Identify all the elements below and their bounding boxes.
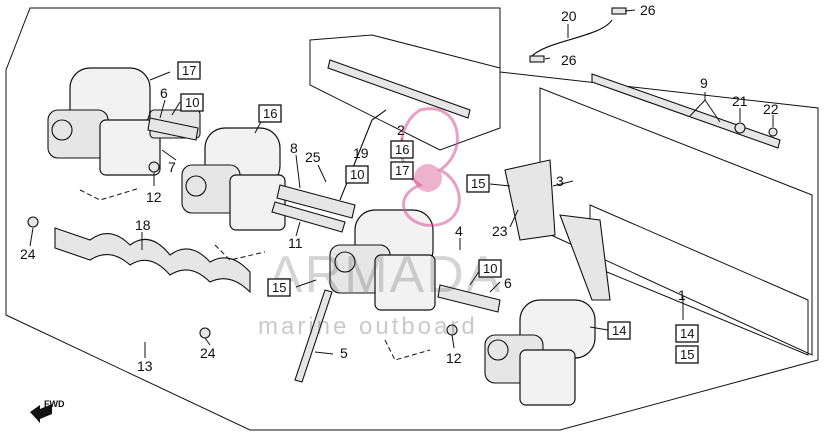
fwd-arrow-icon bbox=[30, 404, 52, 423]
link-plate-6a bbox=[147, 117, 199, 141]
lower-bracket-13 bbox=[54, 227, 251, 294]
clip-26a bbox=[611, 7, 627, 15]
callout-20: 20 bbox=[561, 8, 577, 24]
carburetor-3 bbox=[329, 209, 436, 311]
clip-26b bbox=[529, 55, 545, 63]
callout-5: 5 bbox=[340, 345, 348, 361]
fwd-indicator: FWD bbox=[30, 399, 65, 423]
upper-link-panel bbox=[309, 34, 501, 151]
watermark-brand: ARMADA bbox=[268, 246, 502, 304]
screw-22 bbox=[768, 127, 778, 137]
throttle-shaft-5 bbox=[294, 289, 333, 383]
link-plate-8 bbox=[276, 184, 356, 219]
callout-12b: 12 bbox=[446, 350, 462, 366]
callout-box-16b: 16 bbox=[395, 142, 409, 157]
callout-25: 25 bbox=[305, 149, 321, 165]
carburetor-4 bbox=[484, 299, 596, 406]
callout-23: 23 bbox=[492, 223, 508, 239]
callout-9: 9 bbox=[700, 75, 708, 91]
callout-box-15a: 15 bbox=[471, 176, 485, 191]
spring-12a bbox=[148, 161, 160, 173]
callout-24b: 24 bbox=[200, 345, 216, 361]
drain-tube-a bbox=[79, 187, 141, 201]
callout-2: 2 bbox=[397, 122, 405, 138]
fwd-label: FWD bbox=[44, 399, 65, 409]
drain-tube-c bbox=[384, 339, 431, 361]
callout-11: 11 bbox=[288, 235, 303, 251]
callout-8: 8 bbox=[290, 140, 298, 156]
callout-box-10b: 10 bbox=[350, 167, 364, 182]
callout-24a: 24 bbox=[20, 246, 36, 262]
watermark-tagline: marine outboard bbox=[258, 313, 478, 340]
callout-13: 13 bbox=[137, 358, 153, 374]
link-plate-11 bbox=[271, 201, 346, 233]
link-rod-9 bbox=[591, 73, 781, 149]
screw-21 bbox=[734, 122, 746, 134]
callout-box-14a: 14 bbox=[612, 323, 626, 338]
callout-box-14b: 14 bbox=[680, 326, 694, 341]
rod-3 bbox=[559, 214, 611, 301]
callout-3: 3 bbox=[556, 173, 564, 189]
carburetor-2 bbox=[181, 127, 286, 231]
callout-box-17a: 17 bbox=[182, 63, 196, 78]
callout-6a: 6 bbox=[160, 85, 168, 101]
bracket-3 bbox=[504, 159, 556, 241]
callout-box-16a: 16 bbox=[263, 106, 277, 121]
callout-1: 1 bbox=[678, 287, 686, 303]
watermark-logo-dot bbox=[414, 164, 442, 192]
fuel-hose-20-inner bbox=[529, 19, 613, 59]
callout-box-10a: 10 bbox=[185, 95, 199, 110]
callout-21: 21 bbox=[732, 93, 748, 109]
callout-box-15c: 15 bbox=[680, 347, 694, 362]
callout-18: 18 bbox=[135, 217, 151, 233]
callout-box-17b: 17 bbox=[395, 163, 409, 178]
callout-box-15b: 15 bbox=[272, 280, 286, 295]
screw-24a bbox=[27, 216, 39, 228]
screw-24b bbox=[199, 327, 211, 339]
callout-6b: 6 bbox=[504, 275, 512, 291]
leader-lines bbox=[29, 9, 774, 358]
link-rod-upper bbox=[327, 59, 471, 119]
assembly-outline bbox=[5, 7, 819, 431]
callout-4: 4 bbox=[455, 223, 463, 239]
callout-26a: 26 bbox=[640, 2, 656, 18]
watermark: ARMADA marine outboard bbox=[258, 107, 502, 340]
carburetor-1 bbox=[47, 67, 201, 176]
callout-19: 19 bbox=[353, 145, 369, 161]
callout-26b: 26 bbox=[561, 52, 577, 68]
callout-12a: 12 bbox=[146, 189, 162, 205]
callout-22: 22 bbox=[763, 101, 779, 117]
callout-box-10c: 10 bbox=[483, 261, 497, 276]
callout-7: 7 bbox=[168, 159, 176, 175]
link-plate-6b bbox=[437, 284, 501, 313]
